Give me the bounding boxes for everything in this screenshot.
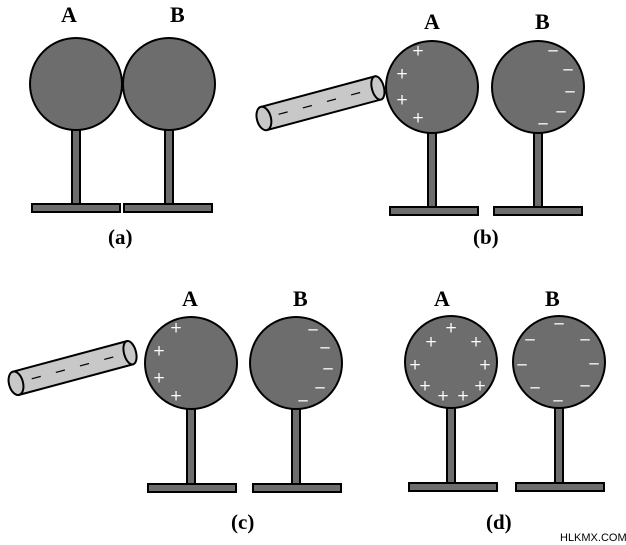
panel-d-label-b: B bbox=[545, 286, 560, 311]
panel-d-sphere-a-positive-sign: + bbox=[445, 319, 458, 337]
panel-d-sphere-b-negative-sign: − bbox=[579, 377, 592, 395]
panel-c-sphere-b-negative-sign: − bbox=[322, 360, 335, 378]
panel-b-sphere-b bbox=[491, 40, 585, 134]
panel-d-pole-a bbox=[446, 406, 456, 484]
panel-d-sphere-b-negative-sign: − bbox=[553, 315, 566, 333]
panel-d-sphere-a-positive-sign: + bbox=[437, 387, 450, 405]
panel-c-rod-negative-sign: − bbox=[100, 348, 117, 369]
panel-c-pole-a bbox=[186, 407, 196, 485]
panel-d-base-a bbox=[408, 482, 498, 492]
panel-a-caption: (a) bbox=[108, 225, 133, 249]
panel-c-rod-negative-sign: − bbox=[52, 361, 69, 382]
panel-b-label-b: B bbox=[535, 9, 550, 34]
panel-c: − − − − + + + + − − − − − A B (c) bbox=[7, 286, 343, 534]
panel-a-pole-a bbox=[71, 127, 81, 205]
panel-c-sphere-b-negative-sign: − bbox=[314, 379, 327, 397]
panel-b-rod-negative-sign: − bbox=[299, 96, 316, 117]
panel-b: − − − − + + + + − − − − − A B (b) bbox=[255, 9, 585, 249]
panel-c-rod-negative-sign: − bbox=[76, 354, 93, 375]
panel-b-base-a bbox=[389, 206, 479, 216]
panel-b-sphere-a-positive-sign: + bbox=[412, 42, 425, 60]
panel-c-sphere-a-positive-sign: + bbox=[170, 319, 183, 337]
panel-d-sphere-a-positive-sign: + bbox=[425, 333, 438, 351]
panel-c-sphere-a-positive-sign: + bbox=[153, 369, 166, 387]
watermark-text: HLKMX.COM bbox=[560, 532, 626, 544]
panel-d-sphere-a-positive-sign: + bbox=[419, 377, 432, 395]
panel-c-sphere-a bbox=[144, 316, 238, 410]
panel-c-base-b bbox=[252, 483, 342, 493]
panel-d: + + + + + + + + + − − − − − − − − A B (d… bbox=[404, 286, 606, 534]
panel-c-sphere-b-negative-sign: − bbox=[307, 321, 320, 339]
panel-b-sphere-a-positive-sign: + bbox=[412, 109, 425, 127]
panel-a: A B (a) bbox=[29, 2, 216, 249]
panel-d-sphere-a-positive-sign: + bbox=[409, 356, 422, 374]
panel-a-label-b: B bbox=[170, 2, 185, 27]
panel-c-sphere-a-positive-sign: + bbox=[153, 342, 166, 360]
panel-c-charged-rod: − − − − bbox=[7, 339, 138, 397]
panel-b-rod-negative-sign: − bbox=[347, 83, 364, 104]
panel-c-sphere-b bbox=[249, 316, 343, 410]
panel-d-sphere-b-negative-sign: − bbox=[552, 392, 565, 410]
panel-b-sphere-b-negative-sign: − bbox=[562, 61, 575, 79]
panel-b-sphere-b-negative-sign: − bbox=[547, 42, 560, 60]
panel-c-label-b: B bbox=[293, 286, 308, 311]
panel-c-pole-b bbox=[291, 407, 301, 485]
panel-b-charged-rod: − − − − bbox=[255, 75, 386, 132]
panel-c-sphere-a-positive-sign: + bbox=[170, 387, 183, 405]
panel-d-sphere-a-positive-sign: + bbox=[474, 377, 487, 395]
panel-b-rod-negative-sign: − bbox=[323, 90, 340, 111]
panel-d-sphere-b-negative-sign: − bbox=[579, 331, 592, 349]
panel-d-sphere-a-positive-sign: + bbox=[457, 387, 470, 405]
panel-d-sphere-b bbox=[512, 315, 606, 409]
panel-c-label-a: A bbox=[182, 286, 198, 311]
panel-b-pole-a bbox=[427, 130, 437, 208]
panel-b-sphere-b-negative-sign: − bbox=[537, 115, 550, 133]
panel-c-sphere-b-negative-sign: − bbox=[319, 339, 332, 357]
panel-a-base-a bbox=[31, 203, 121, 213]
panel-d-label-a: A bbox=[434, 286, 450, 311]
panel-d-sphere-b-negative-sign: − bbox=[516, 356, 529, 374]
panel-d-sphere-a-positive-sign: + bbox=[470, 333, 483, 351]
panel-b-label-a: A bbox=[424, 9, 440, 34]
panel-b-sphere-a-positive-sign: + bbox=[396, 65, 409, 83]
panel-b-sphere-a-positive-sign: + bbox=[396, 91, 409, 109]
panel-d-sphere-a-positive-sign: + bbox=[479, 356, 492, 374]
panel-c-sphere-b-negative-sign: − bbox=[297, 392, 310, 410]
panel-d-sphere-b-negative-sign: − bbox=[529, 379, 542, 397]
panel-a-pole-b bbox=[164, 127, 174, 205]
panel-d-pole-b bbox=[554, 406, 564, 484]
panel-d-sphere-a bbox=[404, 315, 498, 409]
panel-d-sphere-b-negative-sign: − bbox=[524, 331, 537, 349]
panel-d-sphere-b-negative-sign: − bbox=[588, 355, 601, 373]
panel-a-label-a: A bbox=[61, 2, 77, 27]
panel-d-caption: (d) bbox=[486, 510, 512, 534]
panel-b-caption: (b) bbox=[473, 225, 499, 249]
panel-b-sphere-b-negative-sign: − bbox=[555, 103, 568, 121]
panel-b-sphere-b-negative-sign: − bbox=[564, 83, 577, 101]
panel-b-pole-b bbox=[533, 130, 543, 208]
panel-b-base-b bbox=[493, 206, 583, 216]
panel-b-sphere-a bbox=[385, 40, 479, 134]
panel-a-base-b bbox=[123, 203, 213, 213]
panel-a-sphere-b bbox=[122, 37, 216, 131]
panel-c-base-a bbox=[147, 483, 237, 493]
panel-d-base-b bbox=[515, 482, 605, 492]
panel-a-sphere-a bbox=[29, 37, 123, 131]
panel-b-rod-negative-sign: − bbox=[275, 103, 292, 124]
panel-c-caption: (c) bbox=[231, 510, 254, 534]
panel-c-rod-negative-sign: − bbox=[28, 367, 45, 388]
